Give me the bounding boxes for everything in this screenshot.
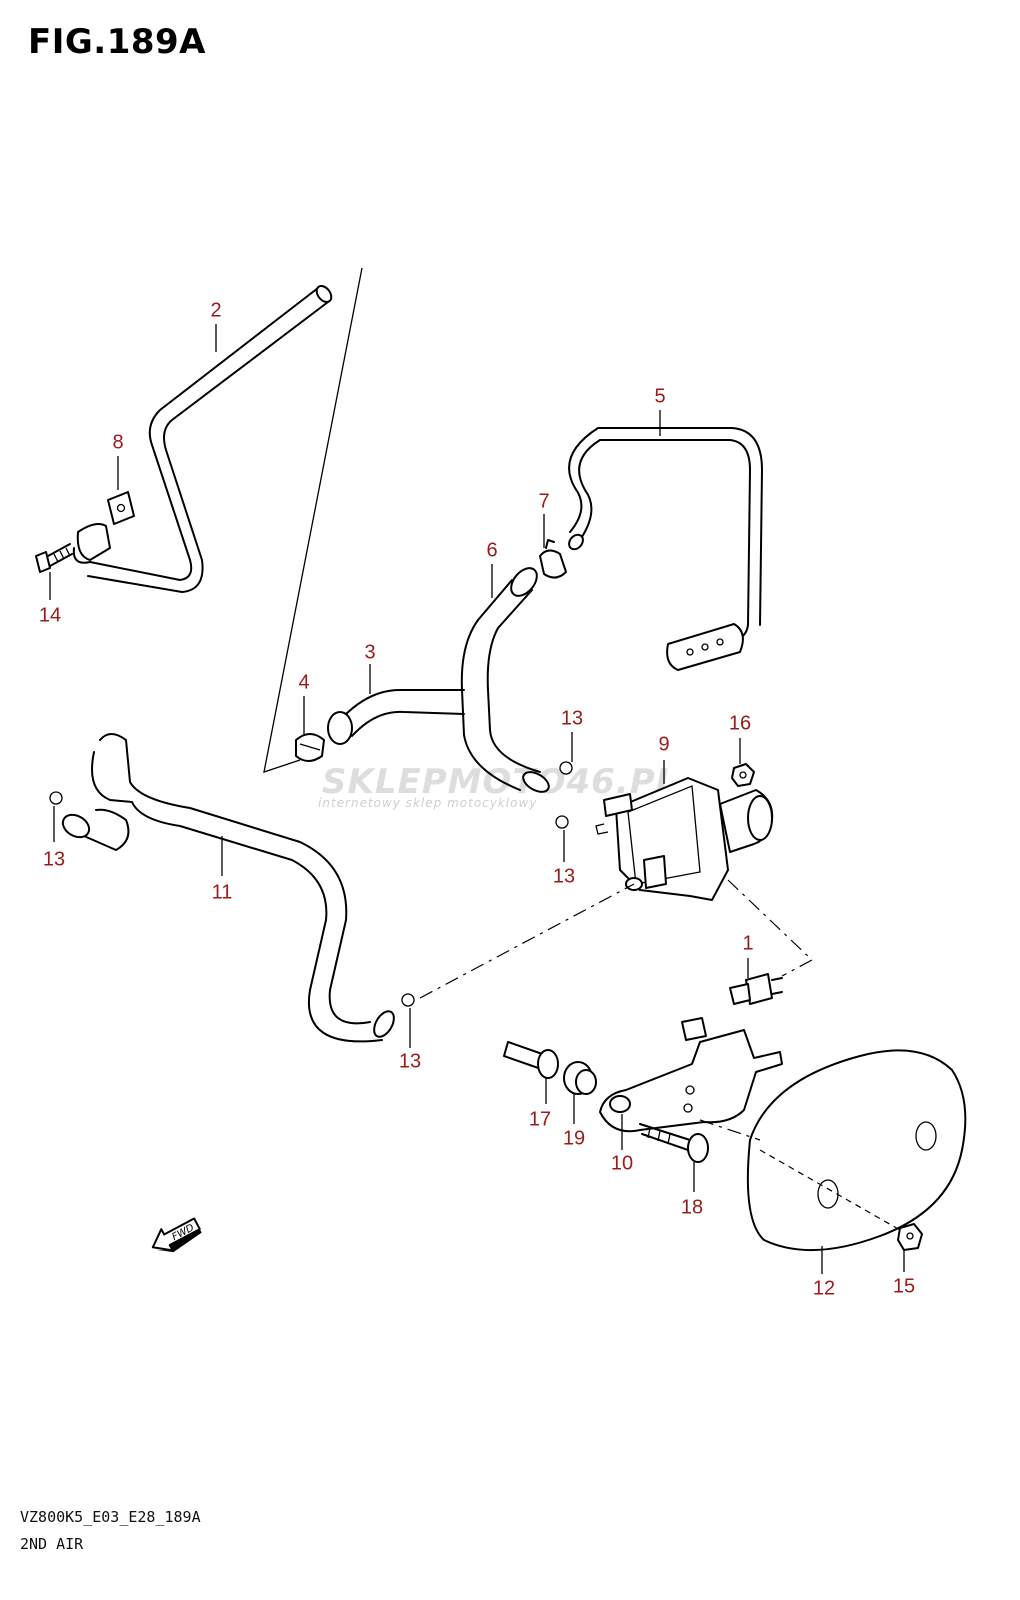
leader-lines [49,324,905,1274]
part-label-15: 15 [892,1275,916,1298]
part-1-connector [729,973,783,1005]
guide-triangle [263,267,363,773]
part-12-cover [746,1049,967,1251]
assembly-line-a [419,883,635,999]
part-4-clamp [295,733,325,762]
part-label-4: 4 [298,671,310,694]
fwd-arrow-icon: FWD [151,1217,202,1253]
part-label-7: 7 [538,490,550,513]
part-label-5: 5 [654,385,666,408]
figure-code: VZ800K5_E03_E28_189A [20,1508,201,1526]
part-label-16: 16 [728,712,752,735]
part-label-10: 10 [610,1152,634,1175]
part-label-13-bottom: 13 [398,1050,422,1073]
part-8-gasket [107,491,135,525]
clip-13-b-icon [555,815,569,829]
part-label-17: 17 [528,1108,552,1131]
part-6-hose [460,567,550,793]
clip-13-d-icon [401,993,415,1007]
part-2-pipe [72,285,333,593]
part-label-8: 8 [112,431,124,454]
assembly-line-b [727,879,814,977]
assembly-line-c [759,1149,901,1231]
part-label-14: 14 [38,604,62,627]
assembly-line-d [699,1119,761,1141]
part-label-19: 19 [562,1127,586,1150]
part-label-12: 12 [812,1277,836,1300]
part-16-nut [731,763,755,787]
part-label-13-left: 13 [42,848,66,871]
part-19-grommet [563,1061,597,1095]
watermark-subtext: internetowy sklep motocyklowy [318,796,538,810]
part-5-pipe [568,427,763,671]
part-3-hose [327,689,465,745]
part-17-collar [503,1041,559,1079]
part-label-18: 18 [680,1196,704,1219]
part-label-11: 11 [211,881,233,904]
part-10-bracket [599,1017,783,1133]
part-label-2: 2 [210,299,222,322]
part-15-nut [897,1223,923,1251]
part-11-hose [61,733,395,1043]
part-label-3: 3 [364,641,376,664]
figure-name: 2ND AIR [20,1535,84,1553]
part-label-13-mid: 13 [552,865,576,888]
watermark-logo: SKLEPMOTO46.PL [322,762,679,802]
part-9-valve [595,777,774,901]
clip-13-a-icon [559,761,573,775]
part-label-1: 1 [742,932,754,955]
part-label-13-top: 13 [560,707,584,730]
part-14-bolt [35,543,73,573]
clip-13-c-icon [49,791,63,805]
part-label-6: 6 [486,539,498,562]
figure-title: FIG.189A [28,22,206,62]
part-18-bolt [639,1123,709,1163]
part-label-9: 9 [658,733,670,756]
part-7-clamp [539,539,567,579]
